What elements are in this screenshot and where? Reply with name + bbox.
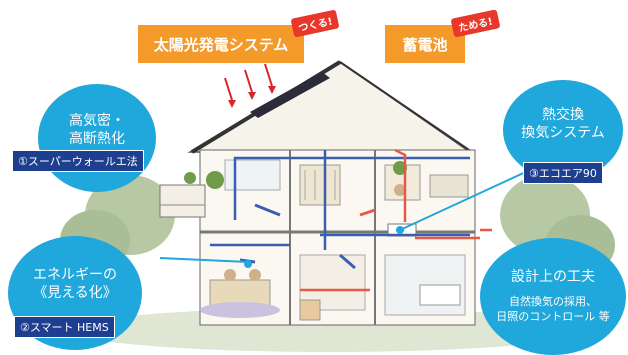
design-line-1: 設計上の工夫 — [511, 269, 595, 285]
heat-exchange-sublabel-text: ③エコエア90 — [529, 167, 597, 180]
hems-line-2: 《見える化》 — [33, 285, 117, 301]
airtight-sublabel-text: ①スーパーウォールエ法 — [18, 155, 138, 168]
solar-system-label: 太陽光発電システム — [153, 35, 289, 54]
airtight-bubble: 高気密・ 高断熱化 — [38, 84, 156, 192]
heat-exchange-line-2: 換気システム — [521, 125, 605, 141]
hems-sublabel-text: ②スマート HEMS — [20, 321, 109, 334]
design-subtext: 自然換気の採用、 日照のコントロール 等 — [480, 294, 626, 324]
design-subline-1: 自然換気の採用、 — [509, 295, 597, 308]
heat-exchange-sublabel: ③エコエア90 — [523, 162, 603, 184]
house — [159, 60, 531, 326]
battery-label: 蓄電池 — [402, 35, 448, 54]
design-subline-2: 日照のコントロール 等 — [496, 310, 610, 323]
airtight-sublabel: ①スーパーウォールエ法 — [12, 150, 144, 172]
airtight-line-2: 高断熱化 — [69, 131, 125, 147]
airtight-line-1: 高気密・ — [69, 113, 125, 129]
hems-line-1: エネルギーの — [33, 267, 117, 283]
heat-exchange-line-1: 熱交換 — [542, 107, 584, 123]
hems-sublabel: ②スマート HEMS — [14, 316, 115, 338]
solar-panel-shape — [250, 72, 330, 118]
design-bubble: 設計上の工夫 — [480, 238, 626, 355]
solar-system-tag: 太陽光発電システム — [138, 25, 304, 63]
battery-tag: 蓄電池 — [385, 25, 465, 63]
